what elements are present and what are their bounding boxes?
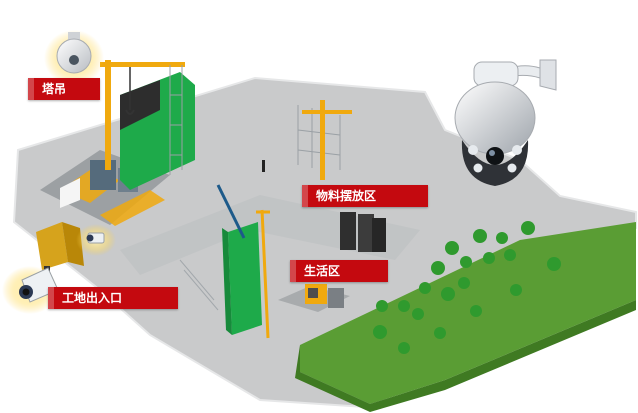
materials-structure	[297, 100, 386, 252]
central-crane-structure	[179, 184, 270, 339]
label-materials-area: 物料摆放区	[302, 185, 428, 207]
label-tower-crane: 塔吊	[28, 78, 100, 100]
label-site-entrance: 工地出入口	[48, 287, 178, 309]
person-figure	[262, 160, 265, 172]
living-area-structure	[278, 284, 350, 312]
tower-crane-structure	[100, 60, 195, 190]
label-living-area: 生活区	[290, 260, 388, 282]
bullet-camera-icon	[86, 232, 105, 244]
tree-cluster	[373, 221, 561, 354]
dome-camera-icon	[56, 32, 92, 74]
ptz-camera-icon	[454, 59, 557, 186]
